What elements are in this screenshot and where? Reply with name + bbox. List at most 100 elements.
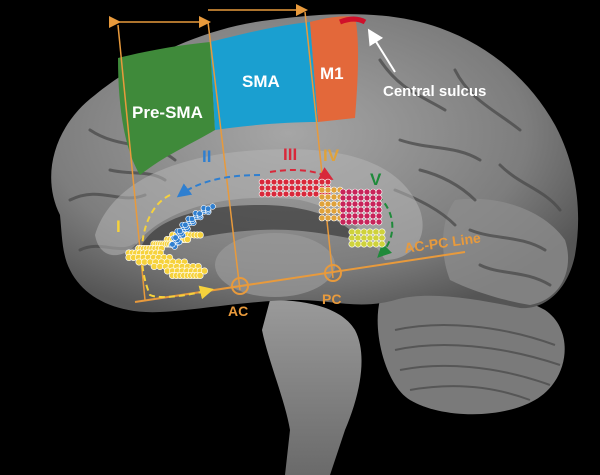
zone3-arrow: [269, 167, 334, 180]
zone5-dot: [351, 194, 359, 202]
zone5-dot: [345, 218, 353, 226]
zone3-dot: [294, 190, 302, 198]
zone3-dot: [258, 184, 266, 192]
zone5-dot: [357, 212, 365, 220]
zone5-dot: [375, 188, 383, 196]
zone4-dot: [324, 207, 332, 215]
zone1-dot: [196, 231, 204, 239]
zone1-dot: [196, 271, 204, 279]
brainstem: [262, 300, 362, 475]
zone5-dot: [357, 188, 365, 196]
zone5-dot: [351, 200, 359, 208]
m1-label: M1: [320, 64, 344, 83]
zone3-dot: [270, 184, 278, 192]
zone5-dot: [339, 218, 347, 226]
zone1-dot: [184, 236, 192, 244]
zone5-dot: [339, 200, 347, 208]
zone3-dot: [276, 178, 284, 186]
zone3-dot: [294, 184, 302, 192]
zone5-dot: [351, 206, 359, 214]
zone5-dot: [369, 188, 377, 196]
pc-label: PC: [322, 291, 341, 307]
zone4-dot: [330, 193, 338, 201]
zone2-dot: [196, 210, 203, 217]
striatum-zones: [125, 178, 386, 279]
zone4-dot: [318, 207, 326, 215]
zone3-dot: [300, 190, 308, 198]
zone5-dot: [369, 218, 377, 226]
zone2-dot: [176, 227, 183, 235]
zone3-dot: [282, 184, 290, 192]
zone3-dot: [270, 190, 278, 198]
zone5-dot: [339, 206, 347, 214]
zone5-dot: [360, 240, 368, 248]
zone5-dot: [360, 234, 368, 242]
zone5-label: V: [370, 170, 382, 189]
zone5-dot: [363, 206, 371, 214]
zone1-label: I: [116, 217, 121, 236]
zone4-dot: [318, 186, 326, 194]
zone5-dot: [351, 218, 359, 226]
zone5-dot: [348, 228, 356, 236]
zone4-dot: [324, 200, 332, 208]
zone3-dot: [276, 184, 284, 192]
cerebellum-folia: [394, 324, 561, 401]
m1-region: [310, 16, 359, 122]
zone5-dot: [372, 240, 380, 248]
zone3-dot: [324, 178, 332, 186]
zone3-dot: [300, 178, 308, 186]
zone5-dot: [366, 234, 374, 242]
zone3-dot: [300, 184, 308, 192]
zone2-label: II: [202, 147, 211, 166]
zone4-dot: [324, 193, 332, 201]
zone5-dot: [345, 200, 353, 208]
zone3-dot: [264, 190, 272, 198]
sma-region: [210, 22, 318, 130]
zone5-dot: [345, 206, 353, 214]
zone5-dot: [366, 240, 374, 248]
zone3-dot: [288, 178, 296, 186]
zone5-dot: [375, 194, 383, 202]
zone5-dot: [378, 234, 386, 242]
zone5-dot: [369, 200, 377, 208]
zone3-dot: [312, 190, 320, 198]
zone2-dot: [169, 241, 176, 248]
zone3-dot: [318, 178, 326, 186]
zone4-dot: [318, 214, 326, 222]
zone3-dot: [258, 190, 266, 198]
cerebellum: [377, 287, 565, 415]
zone5-dot: [354, 234, 362, 242]
zone5-dot: [339, 212, 347, 220]
zone5-dot: [339, 188, 347, 196]
pc-point: [324, 264, 342, 282]
zone5-dot: [363, 200, 371, 208]
zone5-dot: [372, 234, 380, 242]
zone5-dot: [360, 228, 368, 236]
zone5-dot: [378, 228, 386, 236]
zone2-arrow: [176, 174, 261, 198]
zone3-dot: [294, 178, 302, 186]
zone5-dot: [357, 218, 365, 226]
zone5-dot: [348, 240, 356, 248]
zone2-dot: [188, 215, 196, 223]
zone4-dot: [330, 214, 338, 222]
zone5-dot: [375, 200, 383, 208]
zone5-dot: [357, 206, 365, 214]
zone5-dot: [363, 212, 371, 220]
zone4-dot: [330, 207, 338, 215]
zone3-dot: [264, 184, 272, 192]
ac-point: [231, 277, 249, 295]
zone5-dot: [369, 194, 377, 202]
zone5-dot: [348, 234, 356, 242]
pre-sma-label: Pre-SMA: [132, 103, 203, 122]
zone3-dot: [306, 184, 314, 192]
central-sulcus-mark: [339, 16, 367, 25]
zone2-dot: [205, 205, 212, 212]
zone3-dot: [306, 178, 314, 186]
zone5-dot: [339, 194, 347, 202]
zone5-dot: [357, 194, 365, 202]
zone3-dot: [258, 178, 266, 186]
zone2-dot: [182, 221, 189, 228]
zone3-dot: [282, 190, 290, 198]
